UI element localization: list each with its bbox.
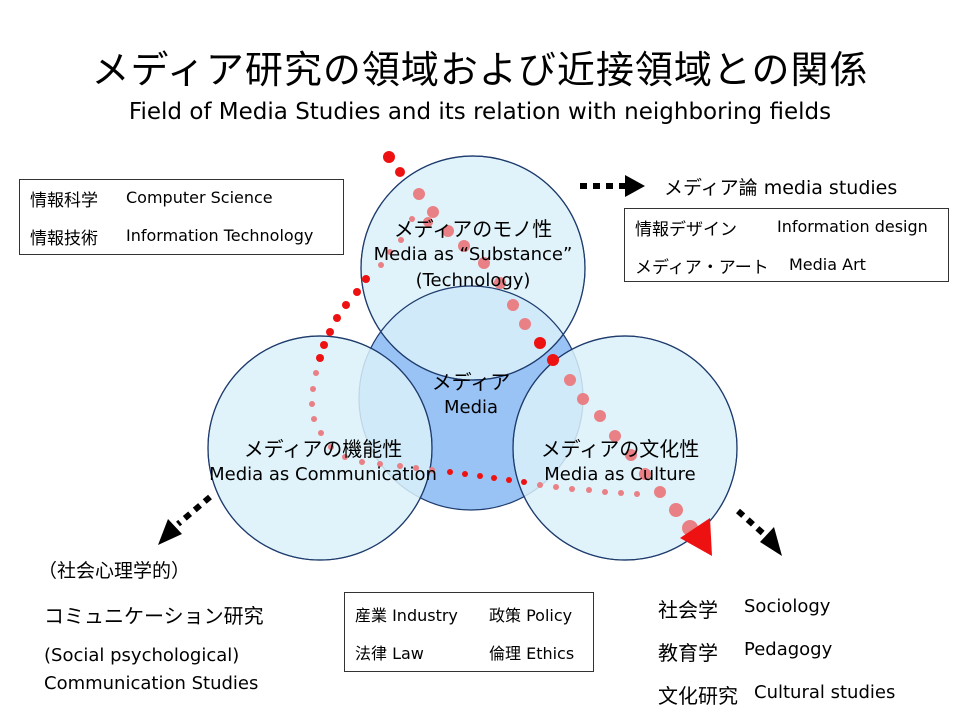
- trajectory-dot: [310, 386, 316, 392]
- trajectory-dot: [521, 479, 527, 485]
- trajectory-dot: [477, 473, 483, 479]
- trajectory-dot: [342, 301, 350, 309]
- trajectory-dot: [383, 151, 395, 163]
- trajectory-dot: [316, 354, 324, 362]
- trajectory-dot: [447, 469, 453, 475]
- trajectory-dot: [423, 217, 433, 227]
- trajectory-dot: [609, 430, 621, 442]
- page-subtitle: Field of Media Studies and its relation …: [128, 99, 832, 125]
- trajectory-dot: [362, 275, 370, 283]
- trajectory-dot: [564, 374, 576, 386]
- trajectory-dot: [594, 410, 606, 422]
- trajectory-dot: [387, 249, 393, 255]
- box-computer-science: 情報科学 Computer Science 情報技術 Information T…: [19, 179, 344, 255]
- trajectory-dot: [427, 206, 439, 218]
- circle-top-label: メディアのモノ性 Media as “Substance” (Technolog…: [373, 217, 573, 291]
- circle-right-label: メディアの文化性 Media as Culture: [540, 437, 700, 485]
- trajectory-dot: [413, 188, 425, 200]
- trajectory-dot: [326, 328, 334, 336]
- trajectory-dot: [458, 240, 470, 252]
- pedagogy-item: 教育学 Pedagogy: [658, 639, 833, 665]
- trajectory-dot: [669, 503, 683, 517]
- trajectory-dot: [534, 337, 546, 349]
- trajectory-dot: [618, 490, 624, 496]
- social-psych-en: (Social psychological): [44, 645, 240, 666]
- page-title: メディア研究の領域および近接領域との関係: [91, 48, 869, 92]
- trajectory-dot: [519, 318, 531, 330]
- trajectory-dot: [547, 354, 559, 366]
- sociology-item: 社会学 Sociology: [658, 596, 831, 622]
- trajectory-dot: [639, 468, 651, 480]
- trajectory-dot: [320, 341, 328, 349]
- trajectory-dot: [494, 277, 506, 289]
- cultural-studies-item: 文化研究 Cultural studies: [658, 682, 896, 708]
- trajectory-dot: [309, 401, 315, 407]
- trajectory-dot: [553, 484, 559, 490]
- trajectory-dot: [462, 471, 468, 477]
- trajectory-dot: [577, 393, 589, 405]
- trajectory-dot: [602, 489, 608, 495]
- trajectory-dot: [313, 370, 319, 376]
- media-studies-label: メディア論 media studies: [664, 177, 898, 199]
- trajectory-dot: [378, 262, 384, 268]
- trajectory-dot: [569, 486, 575, 492]
- trajectory-dot: [359, 459, 365, 465]
- trajectory-dot: [537, 482, 543, 488]
- red-arrowhead: [680, 518, 712, 556]
- trajectory-dot: [506, 477, 512, 483]
- trajectory-dot: [478, 257, 490, 269]
- trajectory-dot: [377, 461, 383, 467]
- trajectory-dot: [333, 314, 341, 322]
- trajectory-dot: [413, 465, 419, 471]
- trajectory-dot: [397, 463, 403, 469]
- circle-center-label: メディア Media: [431, 370, 511, 418]
- circle-left-label: メディアの機能性 Media as Communication: [209, 437, 437, 485]
- social-psych-ja: （社会心理学的）: [38, 560, 191, 582]
- trajectory-dot: [311, 416, 317, 422]
- trajectory-dot: [491, 475, 497, 481]
- dotted-trajectory: [309, 151, 698, 536]
- communication-studies-en: Communication Studies: [44, 673, 259, 694]
- trajectory-dot: [398, 237, 404, 243]
- trajectory-dot: [634, 491, 640, 497]
- communication-studies-ja: コミュニケーション研究: [44, 604, 264, 628]
- trajectory-dot: [429, 467, 435, 473]
- arrow-to-cultural-fields: [736, 508, 782, 556]
- box-information-design: 情報デザイン Information design メディア・アート Media…: [624, 208, 949, 282]
- arrow-to-communication-studies: [158, 494, 212, 545]
- trajectory-dot: [409, 216, 415, 222]
- trajectory-dot: [625, 449, 637, 461]
- trajectory-dot: [586, 487, 592, 493]
- trajectory-dot: [318, 430, 324, 436]
- arrow-to-media-studies: [580, 175, 645, 197]
- trajectory-dot: [328, 444, 334, 450]
- trajectory-dot: [442, 225, 454, 237]
- trajectory-dot: [353, 288, 361, 296]
- trajectory-dot: [395, 167, 405, 177]
- trajectory-dot: [507, 299, 519, 311]
- trajectory-dot: [342, 454, 348, 460]
- box-industry-policy: 産業 Industry 政策 Policy 法律 Law 倫理 Ethics: [344, 592, 594, 672]
- trajectory-dot: [654, 486, 666, 498]
